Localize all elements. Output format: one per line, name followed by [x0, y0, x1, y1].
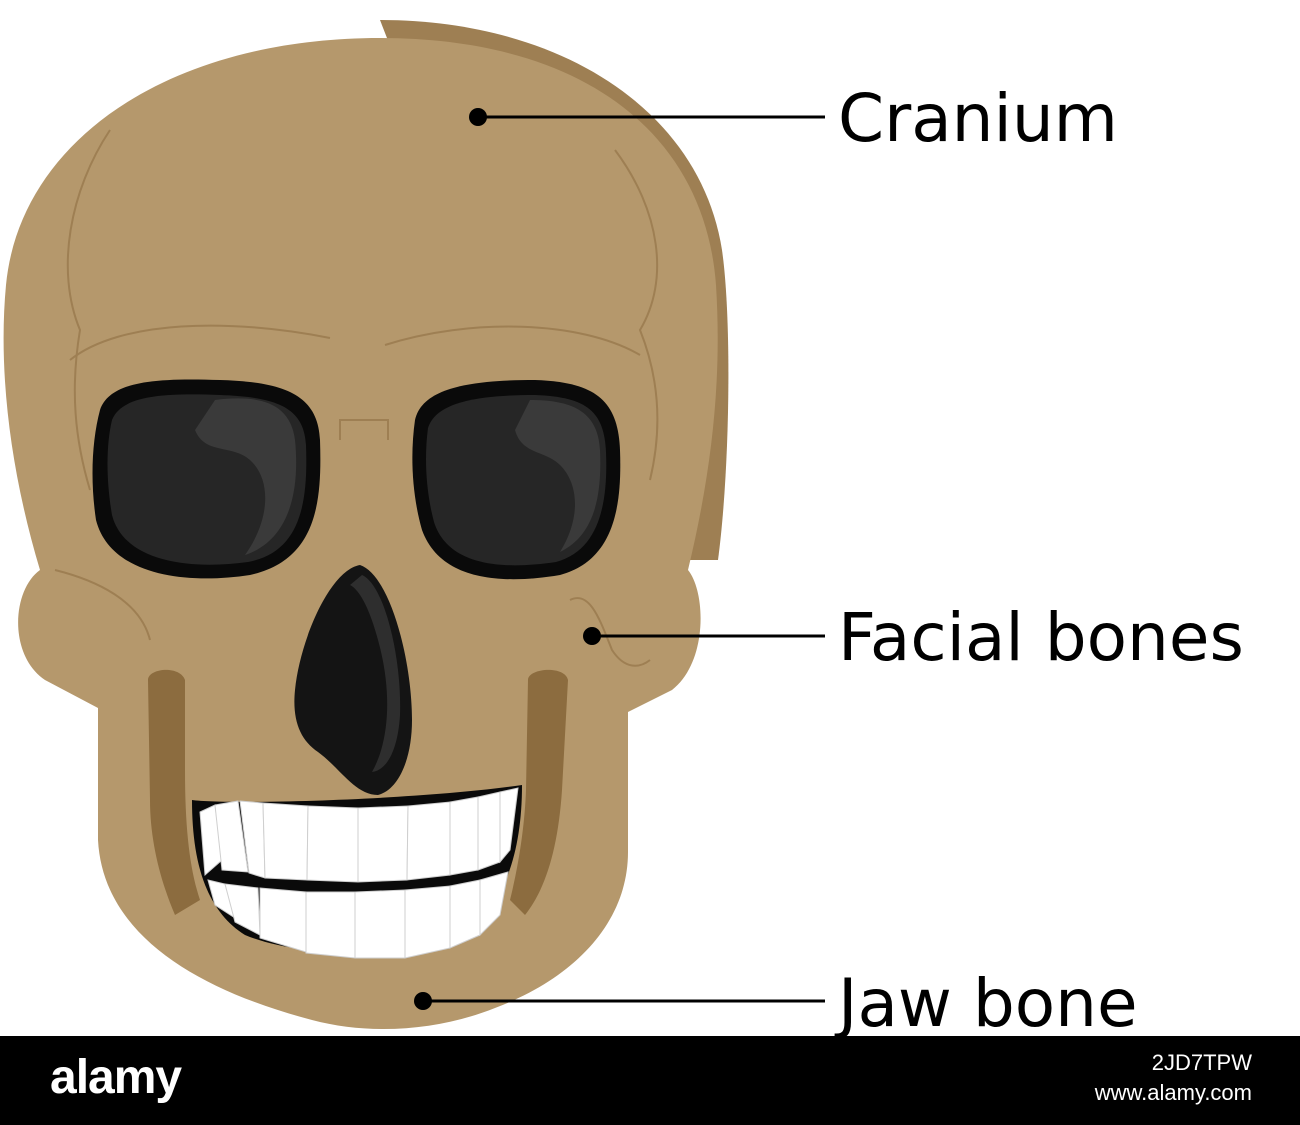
cheek-contour-right — [569, 597, 651, 667]
jaw-ramus-left — [148, 669, 200, 915]
cranium-contour-right — [614, 149, 659, 481]
cranium-label: Cranium — [838, 80, 1118, 157]
jaw-ramus-right — [510, 669, 568, 915]
nasal-bridge — [339, 419, 389, 440]
site-url: www.alamy.com — [1094, 1080, 1252, 1105]
image-id-block: 2JD7TPW www.alamy.com — [1095, 1048, 1252, 1108]
nasal-cavity — [294, 565, 412, 795]
skull-illustration — [3, 20, 729, 1030]
watermark-footer: alamy 2JD7TPW www.alamy.com — [0, 1036, 1300, 1125]
label-jaw-bone: Jaw bone — [414, 965, 1138, 1042]
brow-ridge-left — [69, 324, 331, 361]
image-id: 2JD7TPW — [1151, 1050, 1252, 1075]
brow-ridge-right — [384, 325, 641, 356]
alamy-logo: alamy — [50, 1051, 182, 1104]
cranium-contour-left — [66, 129, 111, 491]
label-facial-bones: Facial bones — [583, 599, 1244, 676]
label-cranium: Cranium — [469, 80, 1118, 157]
teeth — [192, 785, 522, 959]
cheek-contour-left — [54, 569, 151, 641]
eye-socket-left — [92, 379, 321, 579]
eye-socket-right — [412, 380, 621, 580]
facial-bones-label: Facial bones — [838, 599, 1244, 676]
jaw-bone-label: Jaw bone — [834, 965, 1138, 1042]
